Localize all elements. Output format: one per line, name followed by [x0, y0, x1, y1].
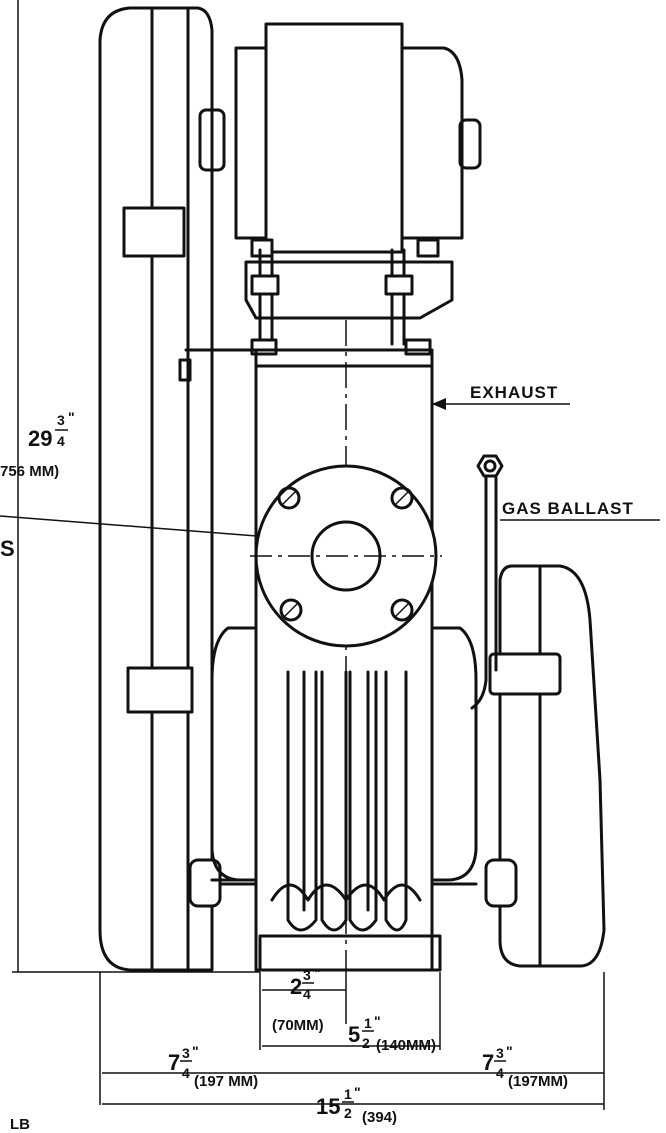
left-cut-label: S: [0, 536, 15, 561]
flange-bolt: [390, 598, 414, 622]
svg-text:3: 3: [57, 412, 65, 428]
svg-text:4: 4: [57, 433, 65, 449]
svg-text:3: 3: [182, 1045, 190, 1061]
svg-text:": ": [354, 1084, 361, 1100]
flange-bolt: [279, 598, 303, 622]
dimension-lines: [99, 972, 605, 1110]
svg-text:7: 7: [482, 1050, 494, 1075]
left-dimension-text: 7 3 4 " (197 MM): [168, 1043, 258, 1090]
flange-bolt: [277, 486, 301, 510]
svg-text:3: 3: [303, 967, 311, 983]
svg-text:": ": [68, 409, 75, 425]
svg-text:4: 4: [303, 986, 311, 1002]
gas-ballast-label: GAS BALLAST: [502, 499, 634, 518]
svg-text:5: 5: [348, 1022, 360, 1047]
right-belt-guard: [484, 564, 606, 968]
gas-ballast-valve: [470, 454, 504, 710]
flange-dimension-text: 2 3 4 " (70MM): [272, 965, 324, 1034]
exhaust-arrow: [432, 398, 446, 410]
flange-leader: [0, 515, 257, 537]
svg-text:2: 2: [362, 1035, 370, 1051]
svg-text:(394): (394): [362, 1109, 397, 1126]
svg-text:756 MM): 756 MM): [0, 463, 59, 480]
base-dimension-text: 5 1 2 " (140MM): [348, 1013, 436, 1054]
svg-text:1: 1: [344, 1086, 352, 1102]
svg-text:1: 1: [364, 1015, 372, 1031]
svg-text:(197 MM): (197 MM): [194, 1073, 258, 1090]
flange-bolt: [390, 486, 414, 510]
motor: [198, 22, 482, 258]
side-housings: [210, 626, 478, 886]
height-dimension-text: 29 3 4 " 756 MM): [0, 409, 75, 480]
exhaust-label: EXHAUST: [470, 383, 558, 402]
weight-label: LB: [10, 1116, 30, 1133]
right-dimension-text: 7 3 4 " (197MM): [482, 1043, 568, 1090]
svg-text:": ": [506, 1043, 513, 1059]
svg-text:(140MM): (140MM): [376, 1037, 436, 1054]
svg-text:3: 3: [496, 1045, 504, 1061]
left-belt-guard: [98, 6, 222, 972]
svg-text:": ": [374, 1013, 381, 1029]
svg-text:29: 29: [28, 426, 52, 451]
svg-text:4: 4: [182, 1065, 190, 1081]
svg-text:2: 2: [344, 1105, 352, 1121]
coupling-bracket: [244, 248, 454, 356]
svg-text:4: 4: [496, 1065, 504, 1081]
total-dimension-text: 15 1 2 " (394): [316, 1084, 397, 1126]
svg-text:15: 15: [316, 1094, 340, 1119]
cooling-fins: [270, 670, 422, 932]
inlet-flange: [250, 464, 442, 648]
svg-text:": ": [192, 1043, 199, 1059]
svg-text:(70MM): (70MM): [272, 1017, 324, 1034]
svg-text:7: 7: [168, 1050, 180, 1075]
svg-text:2: 2: [290, 974, 302, 999]
svg-text:(197MM): (197MM): [508, 1073, 568, 1090]
pump-base: [258, 934, 442, 972]
svg-text:": ": [314, 965, 321, 981]
